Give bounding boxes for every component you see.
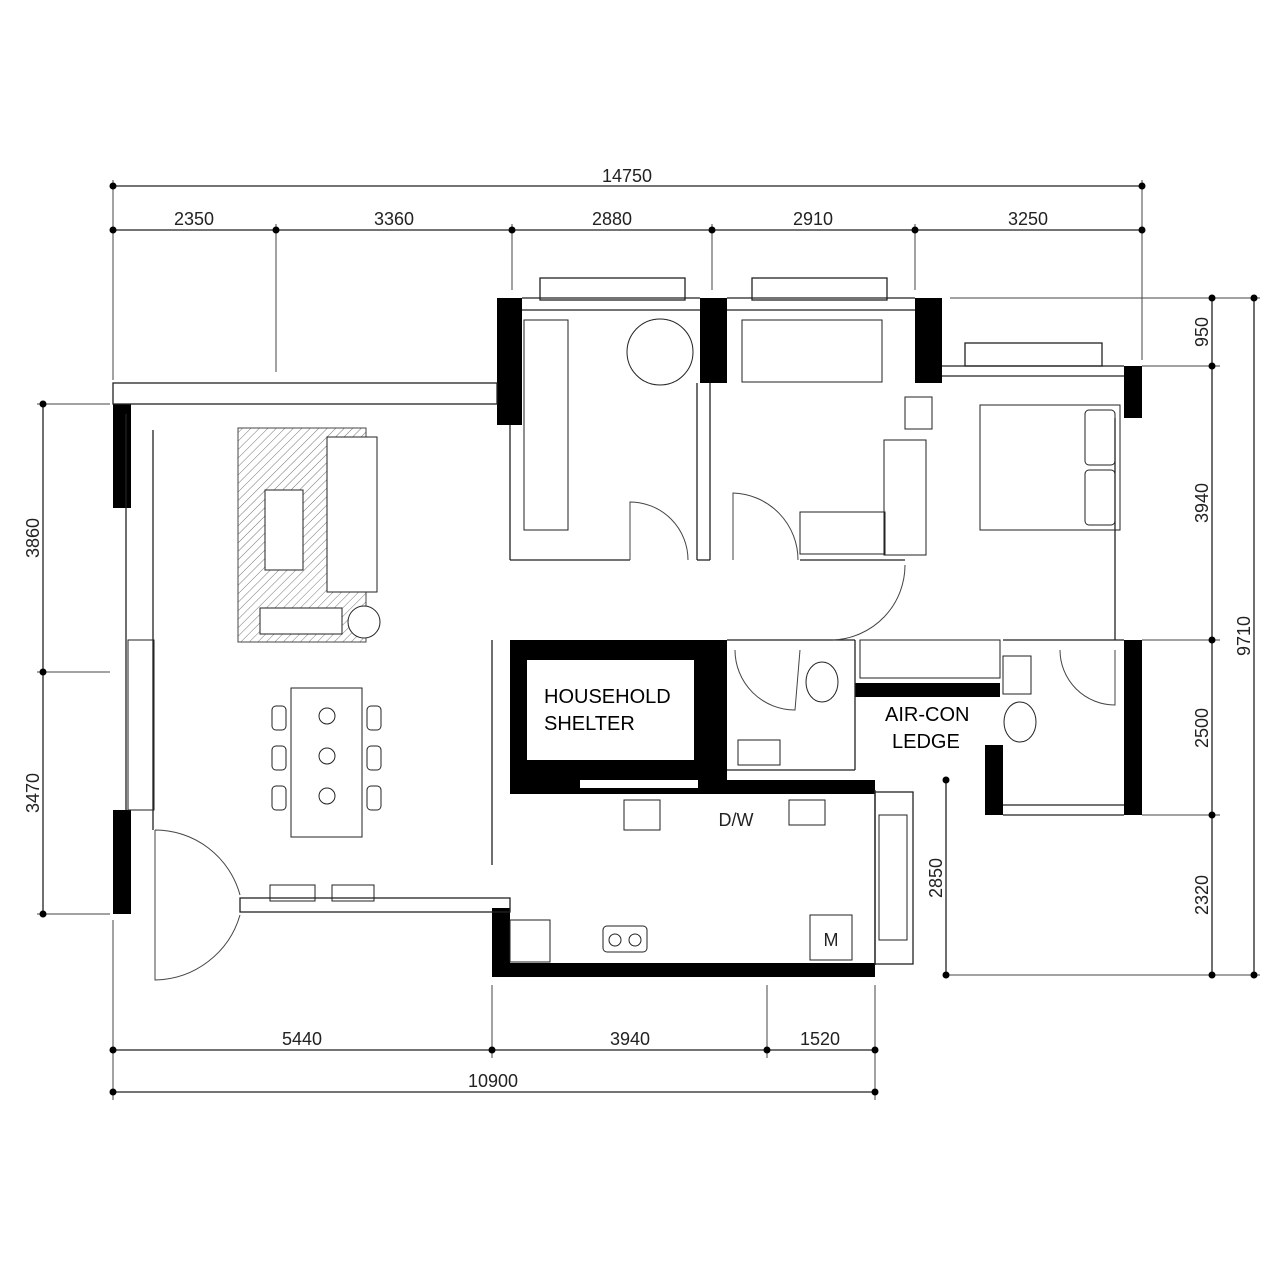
- dining-table: [290, 687, 363, 838]
- ledge-label-2: LEDGE: [892, 731, 960, 753]
- doors: [154, 492, 1116, 981]
- furniture: [127, 318, 1121, 963]
- dim-inner-vertical: 2850: [926, 858, 946, 898]
- dim-left-2: 3470: [23, 773, 43, 813]
- dishwasher-label: D/W: [719, 810, 754, 830]
- dim-top-4: 2910: [793, 209, 833, 229]
- dim-right-3: 2500: [1192, 708, 1212, 748]
- dim-right-1: 950: [1192, 317, 1212, 347]
- shelter-label-1: HOUSEHOLD: [544, 686, 671, 708]
- washer-label: M: [824, 930, 839, 950]
- shelter-label-2: SHELTER: [544, 713, 635, 735]
- dim-bottom-3: 1520: [800, 1029, 840, 1049]
- dim-top-5: 3250: [1008, 209, 1048, 229]
- sofa: [326, 436, 378, 593]
- dimension-lines: [37, 180, 1260, 1100]
- coffee-table: [264, 489, 304, 571]
- dim-top-2: 3360: [374, 209, 414, 229]
- dim-top-1: 2350: [174, 209, 214, 229]
- dim-top-total: 14750: [602, 166, 652, 186]
- dim-bottom-total: 10900: [468, 1071, 518, 1091]
- dim-bottom-1: 5440: [282, 1029, 322, 1049]
- bed: [979, 404, 1121, 531]
- dim-left-1: 3860: [23, 518, 43, 558]
- dim-top-3: 2880: [592, 209, 632, 229]
- ledge-label-1: AIR-CON: [885, 704, 969, 726]
- dim-right-4: 2320: [1192, 875, 1212, 915]
- dim-bottom-2: 3940: [610, 1029, 650, 1049]
- dim-right-total: 9710: [1234, 616, 1254, 656]
- walls: [112, 277, 1142, 977]
- dim-right-2: 3940: [1192, 483, 1212, 523]
